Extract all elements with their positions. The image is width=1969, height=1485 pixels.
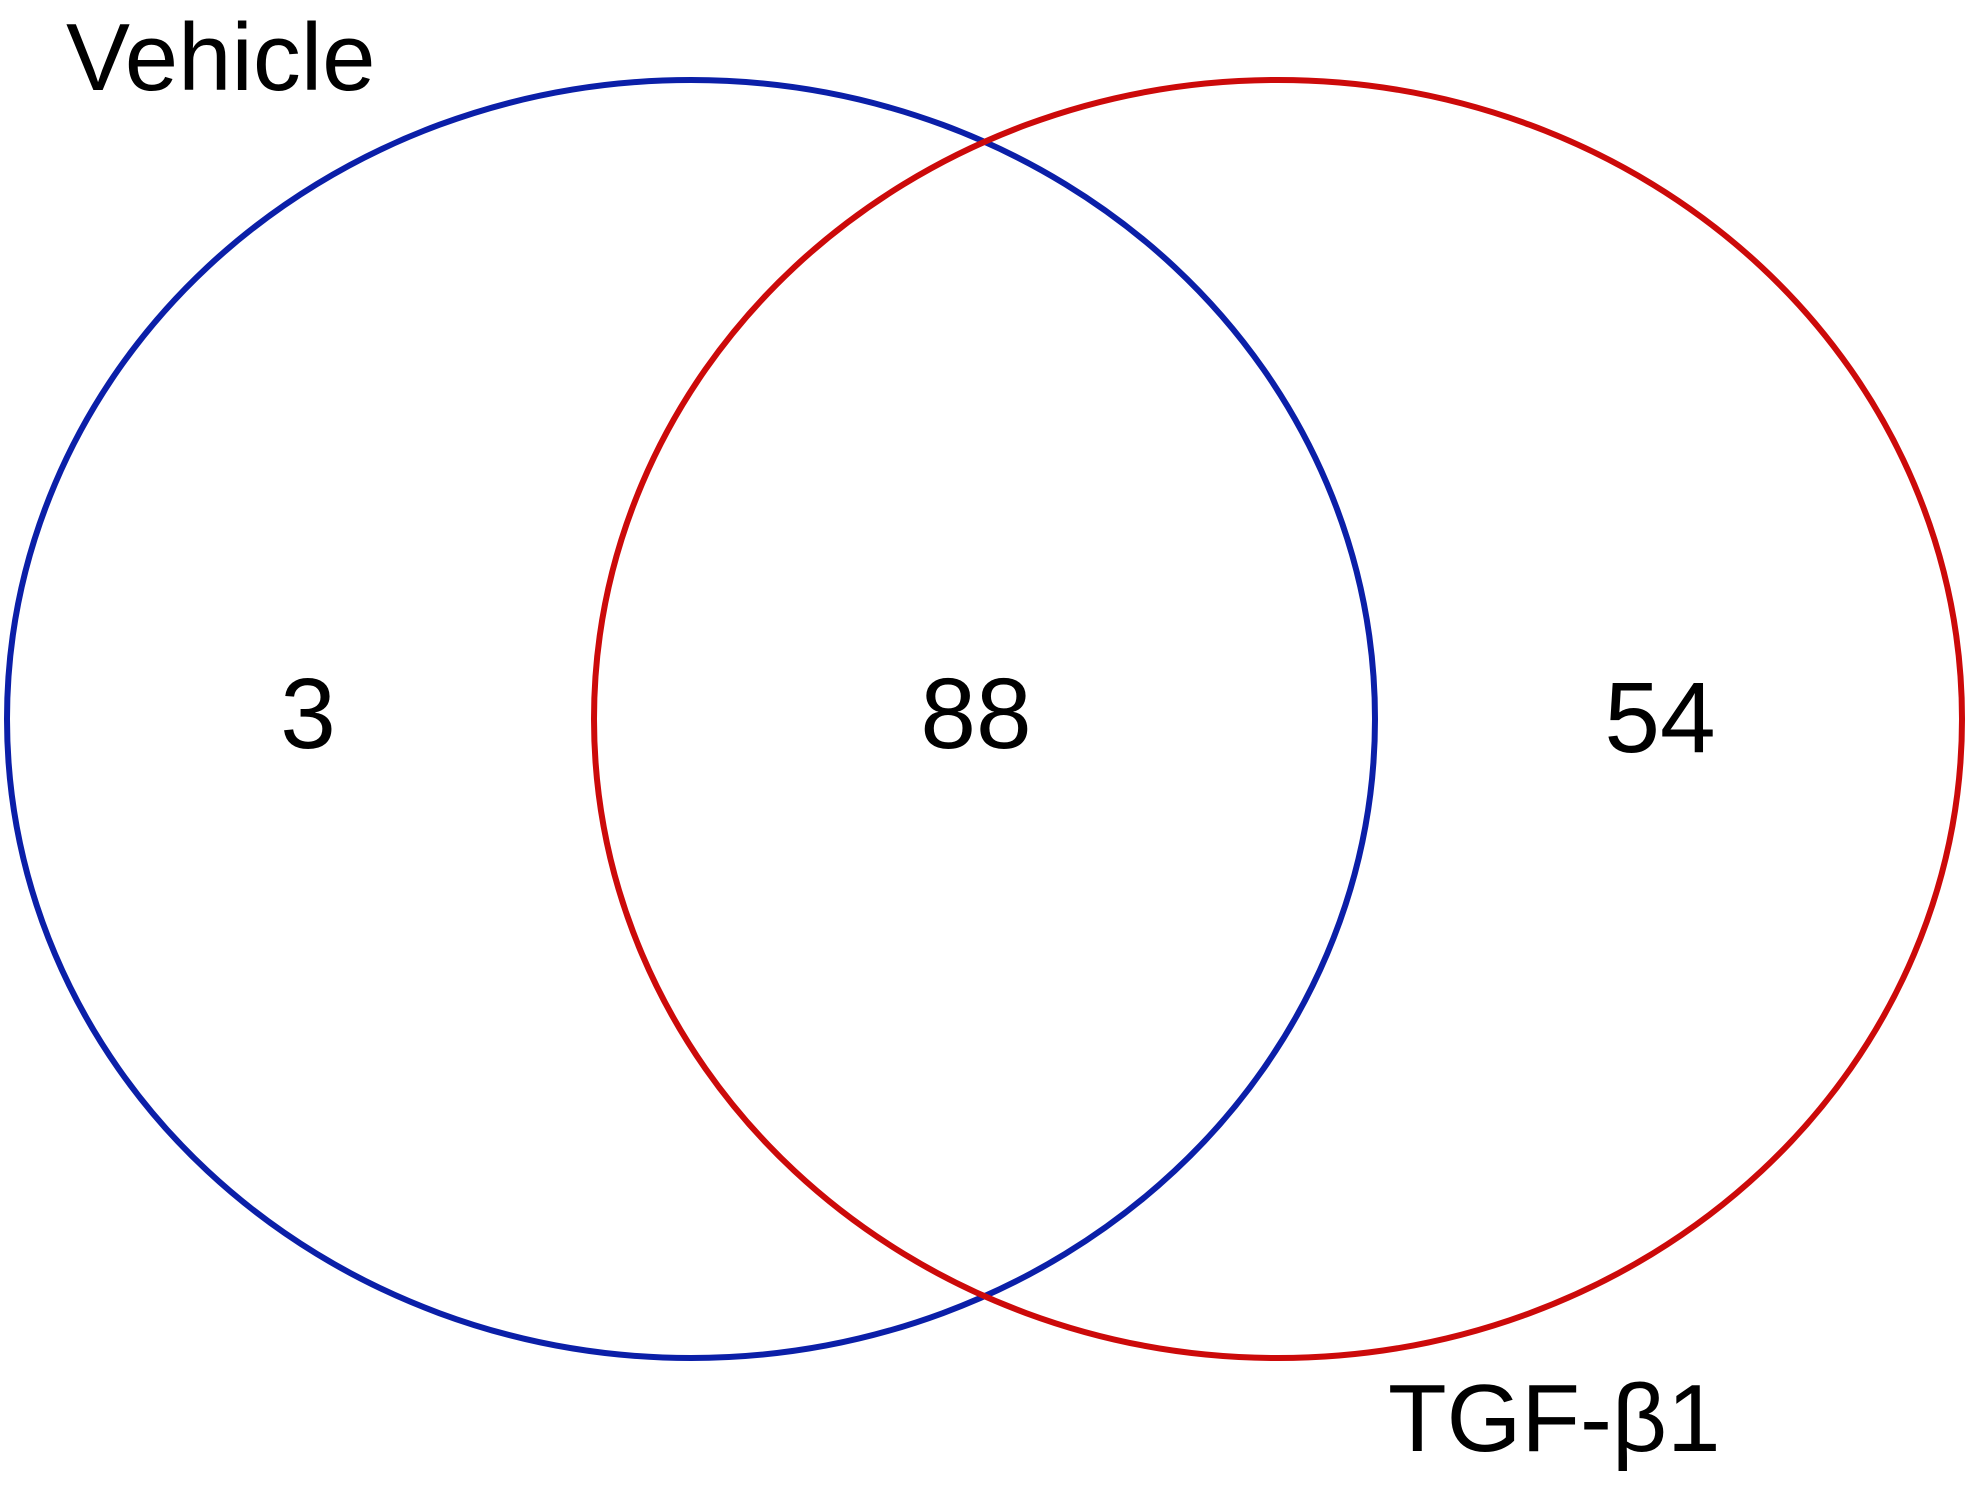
vehicle-set-circle (4, 77, 1378, 1361)
intersection-count: 88 (920, 658, 1031, 770)
tgf-beta1-set-circle (591, 77, 1965, 1361)
vehicle-set-label: Vehicle (66, 4, 376, 111)
tgf-beta1-only-count: 54 (1604, 662, 1715, 774)
tgf-beta1-set-label: TGF-β1 (1388, 1365, 1721, 1472)
vehicle-only-count: 3 (280, 658, 336, 770)
